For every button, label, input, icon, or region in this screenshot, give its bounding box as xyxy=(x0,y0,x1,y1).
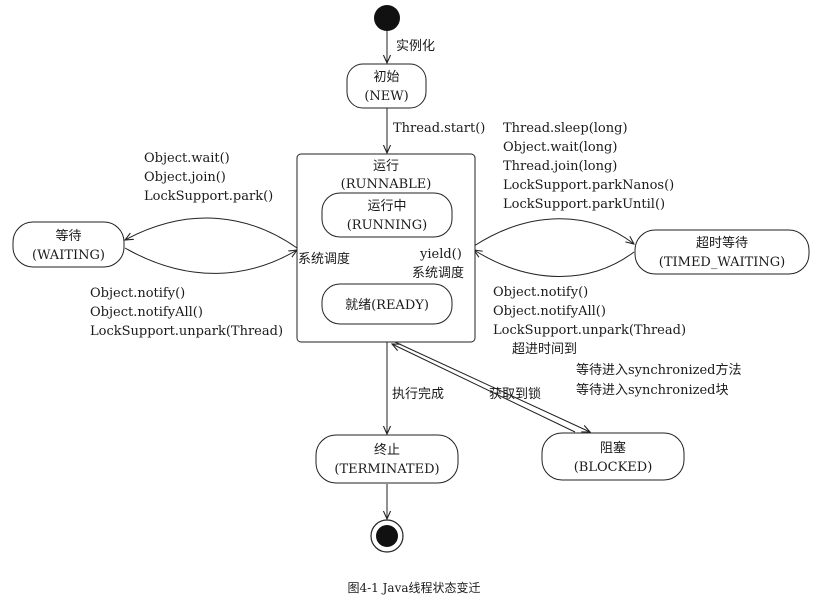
edge-waiting-to-runnable xyxy=(124,247,297,274)
label-from-timed-2: Object.notifyAll() xyxy=(493,304,606,319)
state-terminated xyxy=(315,434,459,484)
state-running-label: 运行中 xyxy=(367,199,406,214)
edge-runnable-to-waiting xyxy=(125,217,298,249)
state-waiting-label: 等待 xyxy=(55,228,81,244)
label-to-waiting-3: LockSupport.park() xyxy=(144,189,273,204)
state-terminated-sublabel: (TERMINATED) xyxy=(334,462,439,477)
edge-runnable-to-timed xyxy=(473,218,634,247)
state-timed-waiting xyxy=(634,229,810,275)
label-system-schedule-left: 系统调度 xyxy=(298,251,350,267)
edge-blocked-to-runnable xyxy=(392,344,576,433)
state-ready-label: 就绪(READY) xyxy=(345,298,429,313)
label-to-timed-5: LockSupport.parkUntil() xyxy=(503,197,665,212)
label-from-waiting-1: Object.notify() xyxy=(90,286,185,301)
label-to-timed-3: Thread.join(long) xyxy=(503,159,617,174)
label-from-waiting-2: Object.notifyAll() xyxy=(90,305,203,320)
state-blocked-sublabel: (BLOCKED) xyxy=(574,460,653,475)
label-to-timed-1: Thread.sleep(long) xyxy=(503,121,628,136)
state-blocked-label: 阻塞 xyxy=(600,440,626,456)
state-new-sublabel: (NEW) xyxy=(364,89,408,104)
label-acquire-lock: 获取到锁 xyxy=(489,386,541,402)
label-to-blocked-1: 等待进入synchronized方法 xyxy=(576,362,741,378)
start-node xyxy=(374,5,400,31)
state-new-label: 初始 xyxy=(373,70,399,85)
state-new xyxy=(346,63,427,109)
state-timed-waiting-label: 超时等待 xyxy=(696,235,748,251)
state-ready xyxy=(321,283,453,325)
figure-caption: 图4-1 Java线程状态变迁 xyxy=(347,580,480,595)
state-waiting-sublabel: (WAITING) xyxy=(32,248,105,263)
label-timeout: 超进时间到 xyxy=(512,342,577,357)
label-from-timed-3: LockSupport.unpark(Thread) xyxy=(493,323,686,338)
state-waiting xyxy=(12,221,125,268)
state-blocked xyxy=(541,432,685,481)
label-to-waiting-1: Object.wait() xyxy=(144,151,230,166)
label-from-timed-1: Object.notify() xyxy=(493,285,588,300)
state-timed-waiting-sublabel: (TIMED_WAITING) xyxy=(659,255,785,270)
label-to-waiting-2: Object.join() xyxy=(144,170,226,185)
label-finish: 执行完成 xyxy=(392,387,444,402)
label-from-waiting-3: LockSupport.unpark(Thread) xyxy=(90,324,283,339)
label-to-blocked-2: 等待进入synchronized块 xyxy=(576,382,728,398)
edge-timed-to-runnable xyxy=(474,250,635,277)
state-running xyxy=(321,192,453,238)
end-node xyxy=(376,525,398,547)
label-system-schedule-right: 系统调度 xyxy=(412,265,464,281)
label-yield: yield() xyxy=(419,247,462,262)
edge-runnable-to-blocked xyxy=(394,341,590,432)
label-to-timed-4: LockSupport.parkNanos() xyxy=(503,178,674,193)
label-instantiate: 实例化 xyxy=(396,39,435,54)
state-running-sublabel: (RUNNING) xyxy=(347,218,428,233)
state-terminated-label: 终止 xyxy=(374,442,400,458)
state-runnable-label: 运行 xyxy=(373,159,399,174)
label-thread-start: Thread.start() xyxy=(393,121,485,136)
label-to-timed-2: Object.wait(long) xyxy=(503,140,617,155)
state-runnable-sublabel: (RUNNABLE) xyxy=(341,177,432,192)
